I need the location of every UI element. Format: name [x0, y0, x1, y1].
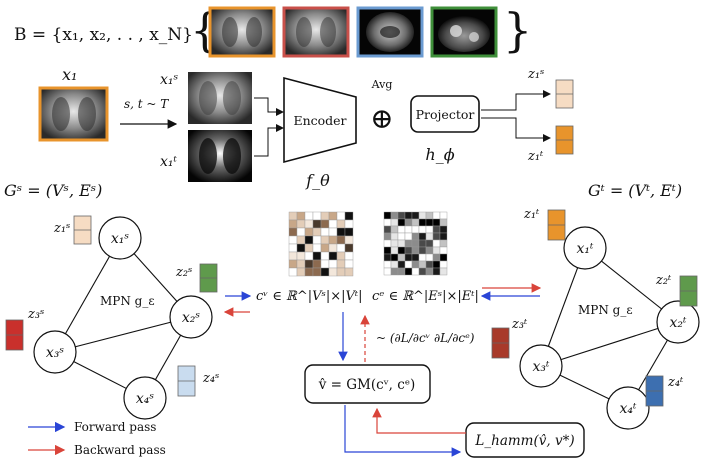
hamming-loss-box — [465, 422, 585, 458]
svg-text:x₄ˢ: x₄ˢ — [136, 391, 155, 407]
graph-s-node-2: x₂ˢ — [169, 295, 213, 339]
svg-text:x₄ᵗ: x₄ᵗ — [620, 401, 638, 417]
graph-s-z1-label: z₁ˢ — [53, 221, 70, 236]
graph-t-title: Gᵗ = (Vᵗ, Eᵗ) — [588, 181, 682, 200]
z-t-label: z₁ᵗ — [527, 149, 544, 164]
graph-t-node-4: x₄ᵗ — [606, 386, 650, 430]
graph-t-z3-label: z₃ᵗ — [511, 317, 528, 332]
graph-t-z4-embedding — [645, 375, 664, 407]
cost-edge-label: cᵉ ∈ ℝ^|Eˢ|×|Eᵗ| — [372, 289, 479, 304]
graph-t-node-3: x₃ᵗ — [519, 344, 563, 388]
projector-label: Projector — [416, 107, 475, 122]
graph-t-z1-embedding — [547, 209, 566, 241]
z-s-connector — [481, 90, 551, 111]
svg-text:x₃ˢ: x₃ˢ — [46, 345, 65, 361]
svg-text:x₁ˢ: x₁ˢ — [111, 231, 130, 247]
graph-s-z4-label: z₄ˢ — [202, 371, 219, 386]
batch-close-brace: } — [503, 3, 532, 57]
z-t-connector — [481, 117, 551, 142]
view-t-connector — [254, 124, 284, 157]
graph-t-z4-label: z₄ᵗ — [667, 375, 684, 390]
projector-block — [410, 95, 480, 133]
graph-s-z4-embedding — [177, 365, 196, 397]
z-t-embedding — [555, 125, 574, 155]
svg-text:x₂ᵗ: x₂ᵗ — [670, 315, 688, 331]
graph-s-z3-label: z₃ˢ — [27, 307, 44, 322]
view-s-label: x₁ˢ — [160, 72, 179, 88]
forward-arrow-to-loss — [344, 405, 462, 457]
oplus-symbol: ⊕ — [370, 102, 393, 135]
hamming-loss-formula: L_hamm(v̂, v*) — [474, 433, 574, 449]
graph-t-node-2: x₂ᵗ — [656, 300, 700, 344]
cost-matrix-vertex — [288, 211, 354, 277]
graph-s-node-4: x₄ˢ — [123, 376, 167, 420]
graph-s-node-3: x₃ˢ — [33, 330, 77, 374]
graph-matching-solver-box — [304, 364, 431, 404]
graph-s-mpn: MPN g_ε — [100, 294, 155, 308]
batch-thumb-3 — [356, 6, 424, 58]
graph-s-z2-embedding — [199, 263, 218, 293]
graph-t-z3-embedding — [491, 327, 510, 359]
svg-text:x₁ᵗ: x₁ᵗ — [577, 241, 595, 257]
cost-matrix-edge — [383, 211, 448, 276]
batch-thumb-1 — [208, 6, 276, 58]
graph-t-z1-label: z₁ᵗ — [523, 207, 540, 222]
svg-text:x₃ᵗ: x₃ᵗ — [533, 359, 551, 375]
avg-label: Avg — [371, 78, 393, 91]
input-label: x₁ — [62, 65, 77, 84]
view-s-connector — [254, 97, 284, 116]
encoder-block — [283, 76, 357, 164]
graph-matching-formula: v̂ = GM(cᵛ, cᵉ) — [318, 377, 416, 393]
graph-s-node-1: x₁ˢ — [98, 216, 142, 260]
input-image — [38, 86, 109, 142]
z-s-embedding — [555, 79, 574, 109]
legend-forward-label: Forward pass — [74, 420, 156, 434]
graph-t-node-1: x₁ᵗ — [563, 226, 607, 270]
batch-thumb-2 — [282, 6, 350, 58]
view-s-image — [188, 72, 252, 124]
gradient-expression: ~ (∂L/∂cᵛ ∂L/∂cᵉ) — [376, 331, 475, 345]
graph-s-z2-label: z₂ˢ — [175, 265, 192, 280]
graph-t-z2-embedding — [679, 275, 698, 307]
batch-thumb-4 — [430, 6, 498, 58]
graph-s-z1-embedding — [73, 215, 92, 245]
legend-backward-label: Backward pass — [74, 443, 166, 457]
svg-text:x₂ˢ: x₂ˢ — [182, 310, 201, 326]
z-s-label: z₁ˢ — [527, 67, 544, 82]
view-t-label: x₁ᵗ — [160, 154, 178, 170]
projector-symbol: h_ϕ — [425, 145, 454, 164]
graph-s-title: Gˢ = (Vˢ, Eˢ) — [4, 181, 102, 200]
cost-vertex-label: cᵛ ∈ ℝ^|Vˢ|×|Vᵗ| — [256, 289, 362, 304]
encoder-symbol: f_θ — [305, 171, 330, 190]
backward-arrow-from-loss — [372, 407, 466, 434]
graph-s-z3-embedding — [5, 319, 24, 351]
batch-formula: B = {x₁, x₂, . . , x_N} — [14, 25, 193, 45]
graph-t-z2-label: z₂ᵗ — [655, 273, 672, 288]
augment-label: s, t ~ T — [124, 97, 169, 111]
graph-t-mpn: MPN g_ε — [578, 303, 633, 317]
encoder-label: Encoder — [293, 113, 346, 128]
view-t-image — [188, 130, 252, 182]
